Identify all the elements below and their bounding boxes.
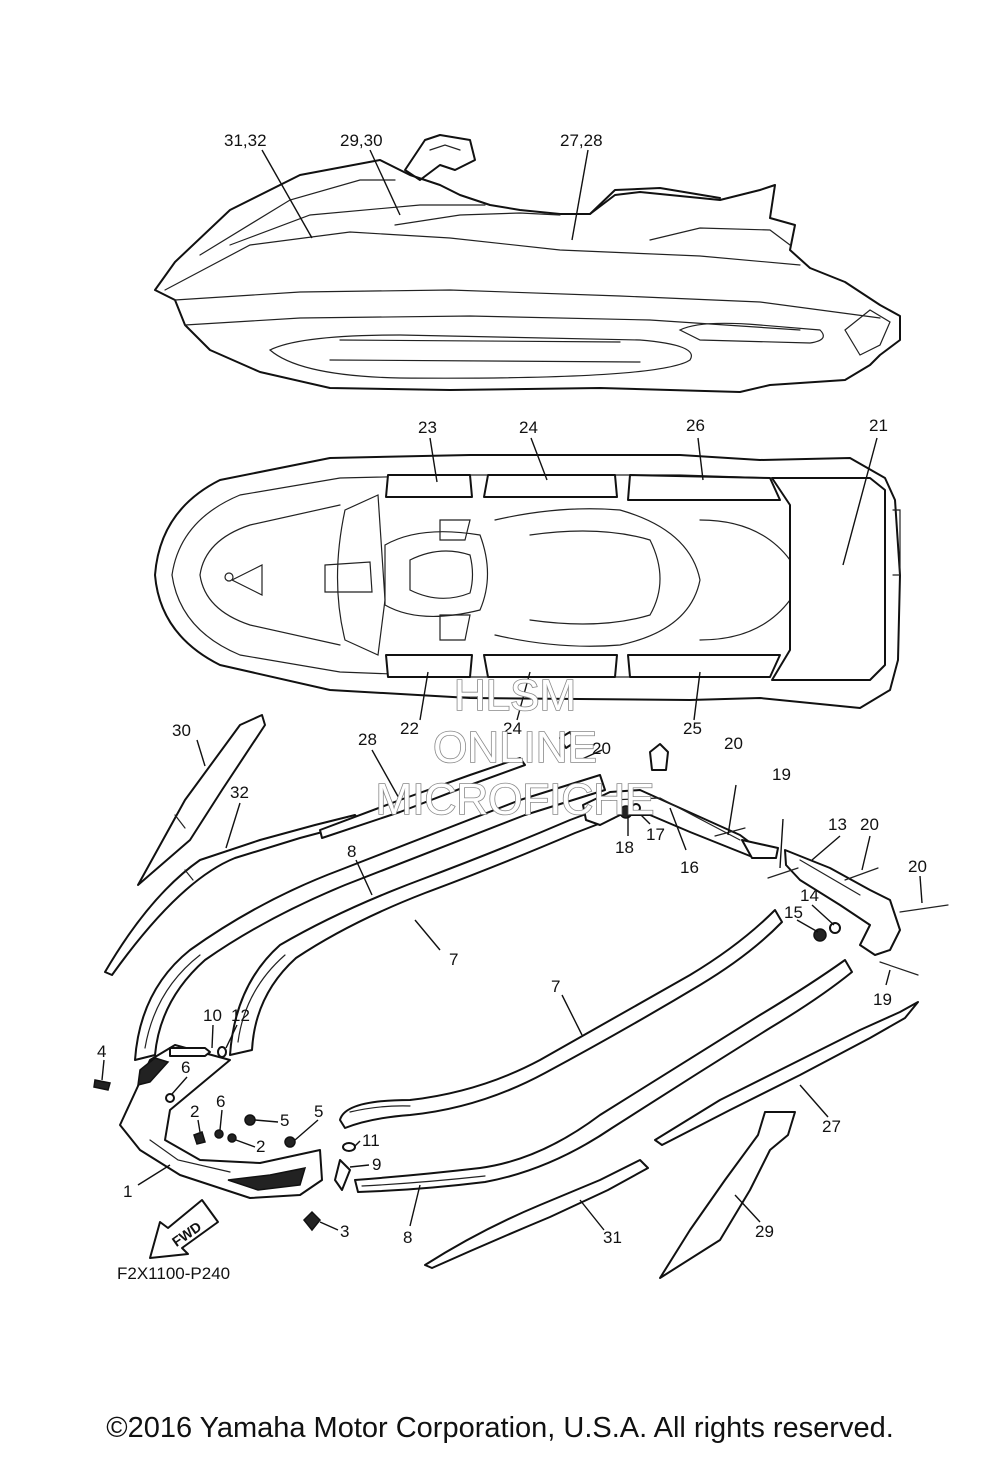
callout-label: 20 [860, 815, 879, 834]
callout-label: 11 [362, 1131, 380, 1150]
callout-label: 26 [686, 416, 705, 435]
callout-label: 23 [418, 418, 437, 437]
side-view-leaders [261, 149, 589, 241]
callout-label: 9 [372, 1155, 381, 1174]
callout-label: 19 [873, 990, 892, 1009]
watercraft-top-view [154, 454, 901, 709]
callout-label: 28 [358, 730, 377, 749]
callout-label: 32 [230, 783, 249, 802]
callout-label: 17 [646, 825, 665, 844]
callout-label: 13 [828, 815, 847, 834]
callout-label: 21 [869, 416, 888, 435]
watercraft-side-view [154, 134, 901, 393]
watermark-line-1: HLSM [454, 671, 576, 720]
callout-label: 24 [503, 719, 522, 738]
callout-label: 19 [772, 765, 791, 784]
reference-code: F2X1100-P240 [117, 1264, 231, 1283]
callout-label: 16 [680, 858, 699, 877]
copyright-notice: ©2016 Yamaha Motor Corporation, U.S.A. A… [106, 1412, 894, 1444]
callout-label: 7 [551, 977, 560, 996]
watermark-line-3: MICROFICHE [376, 775, 655, 824]
exploded-leaders [101, 739, 923, 1231]
callout-label: 25 [683, 719, 702, 738]
callout-label: 6 [181, 1058, 190, 1077]
callout-label: 15 [784, 903, 803, 922]
callout-label: 2 [190, 1102, 199, 1121]
callout-label: 5 [314, 1102, 323, 1121]
watermark: HLSM ONLINE MICROFICHE [375, 670, 655, 825]
callout-label: 1 [123, 1182, 132, 1201]
callout-label: 12 [231, 1006, 250, 1025]
callout-label: 3 [340, 1222, 349, 1241]
callout-label: 2 [256, 1137, 265, 1156]
fwd-arrow-icon: FWD [149, 1199, 219, 1259]
watermark-line-2: ONLINE [433, 723, 597, 772]
callout-label: 27,28 [560, 131, 603, 150]
callout-label: 20 [592, 739, 611, 758]
callout-label: 4 [97, 1042, 106, 1061]
callout-label: 24 [519, 418, 538, 437]
callout-label: 31,32 [224, 131, 267, 150]
callout-label: 8 [347, 842, 356, 861]
callout-label: 20 [908, 857, 927, 876]
callout-label: 18 [615, 838, 634, 857]
callout-label: 29,30 [340, 131, 383, 150]
callout-label: 5 [280, 1111, 289, 1130]
callout-label: 6 [216, 1092, 225, 1111]
callout-label: 8 [403, 1228, 412, 1247]
callout-label: 27 [822, 1117, 841, 1136]
callout-label: 7 [449, 950, 458, 969]
callout-label: 31 [603, 1228, 622, 1247]
callout-label: 10 [203, 1006, 222, 1025]
callout-label: 14 [800, 886, 819, 905]
callout-label: 22 [400, 719, 419, 738]
callout-label: 29 [755, 1222, 774, 1241]
exploded-parts [93, 714, 949, 1279]
top-view-leaders [419, 437, 878, 721]
callout-labels: 31,32 29,30 27,28 23 24 26 21 22 24 25 3… [97, 131, 927, 1247]
callout-label: 20 [724, 734, 743, 753]
callout-label: 30 [172, 721, 191, 740]
